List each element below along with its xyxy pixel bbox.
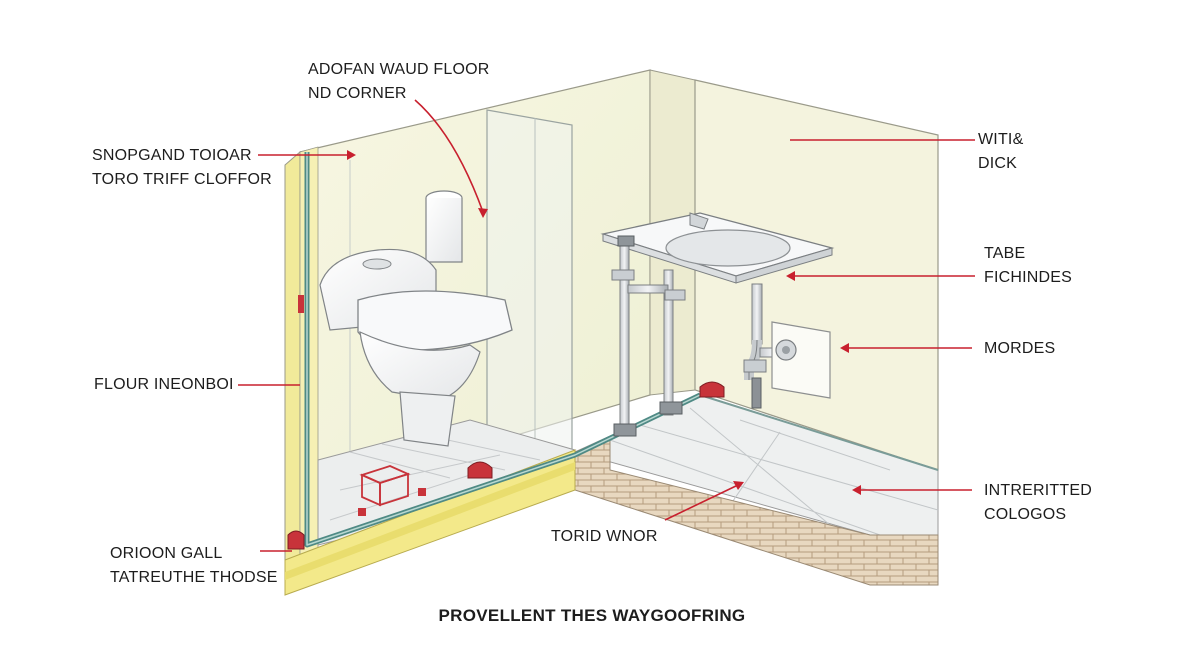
toilet <box>319 190 513 447</box>
floor-drain <box>359 465 411 507</box>
label-right-pipe: MORDES <box>984 340 1056 357</box>
diagram-caption: PROVELLENT THES WAYGOOFRING <box>438 606 746 625</box>
label-lower-left: ORIOON GALL TATREUTHE THODSE <box>110 545 278 586</box>
wall-outlet <box>771 321 831 399</box>
brick-substrate <box>574 437 939 586</box>
plumbing-pipes <box>611 235 785 437</box>
label-mid-right: TABE FICHINDES <box>984 245 1073 286</box>
label-bottom-center: TORID WNOR <box>551 528 658 545</box>
washbasin <box>600 212 835 284</box>
seal-bands <box>287 295 725 550</box>
label-top-center: ADOFAN WAUD FLOOR ND CORNER <box>308 61 490 102</box>
label-lower-right: INTRERITTED COLOGOS <box>984 482 1092 523</box>
callout-arrow-bottom-center <box>664 481 744 521</box>
callout-arrows <box>238 99 975 552</box>
label-upper-right: WITI& DICK <box>978 131 1024 172</box>
callout-arrow-top-center <box>414 99 488 218</box>
label-upper-left: SNOPGAND TOIOAR TORO TRIFF CLOFFOR <box>92 147 272 188</box>
label-mid-left: FLOUR INEONBOI <box>94 376 234 393</box>
left-wall-section <box>284 146 319 574</box>
callout-arrow-right-pipe <box>840 343 972 353</box>
callout-arrow-mid-right <box>786 271 975 281</box>
callout-arrow-lower-right <box>852 485 972 495</box>
membrane-line <box>304 152 939 548</box>
callout-arrow-upper-left <box>258 150 356 160</box>
